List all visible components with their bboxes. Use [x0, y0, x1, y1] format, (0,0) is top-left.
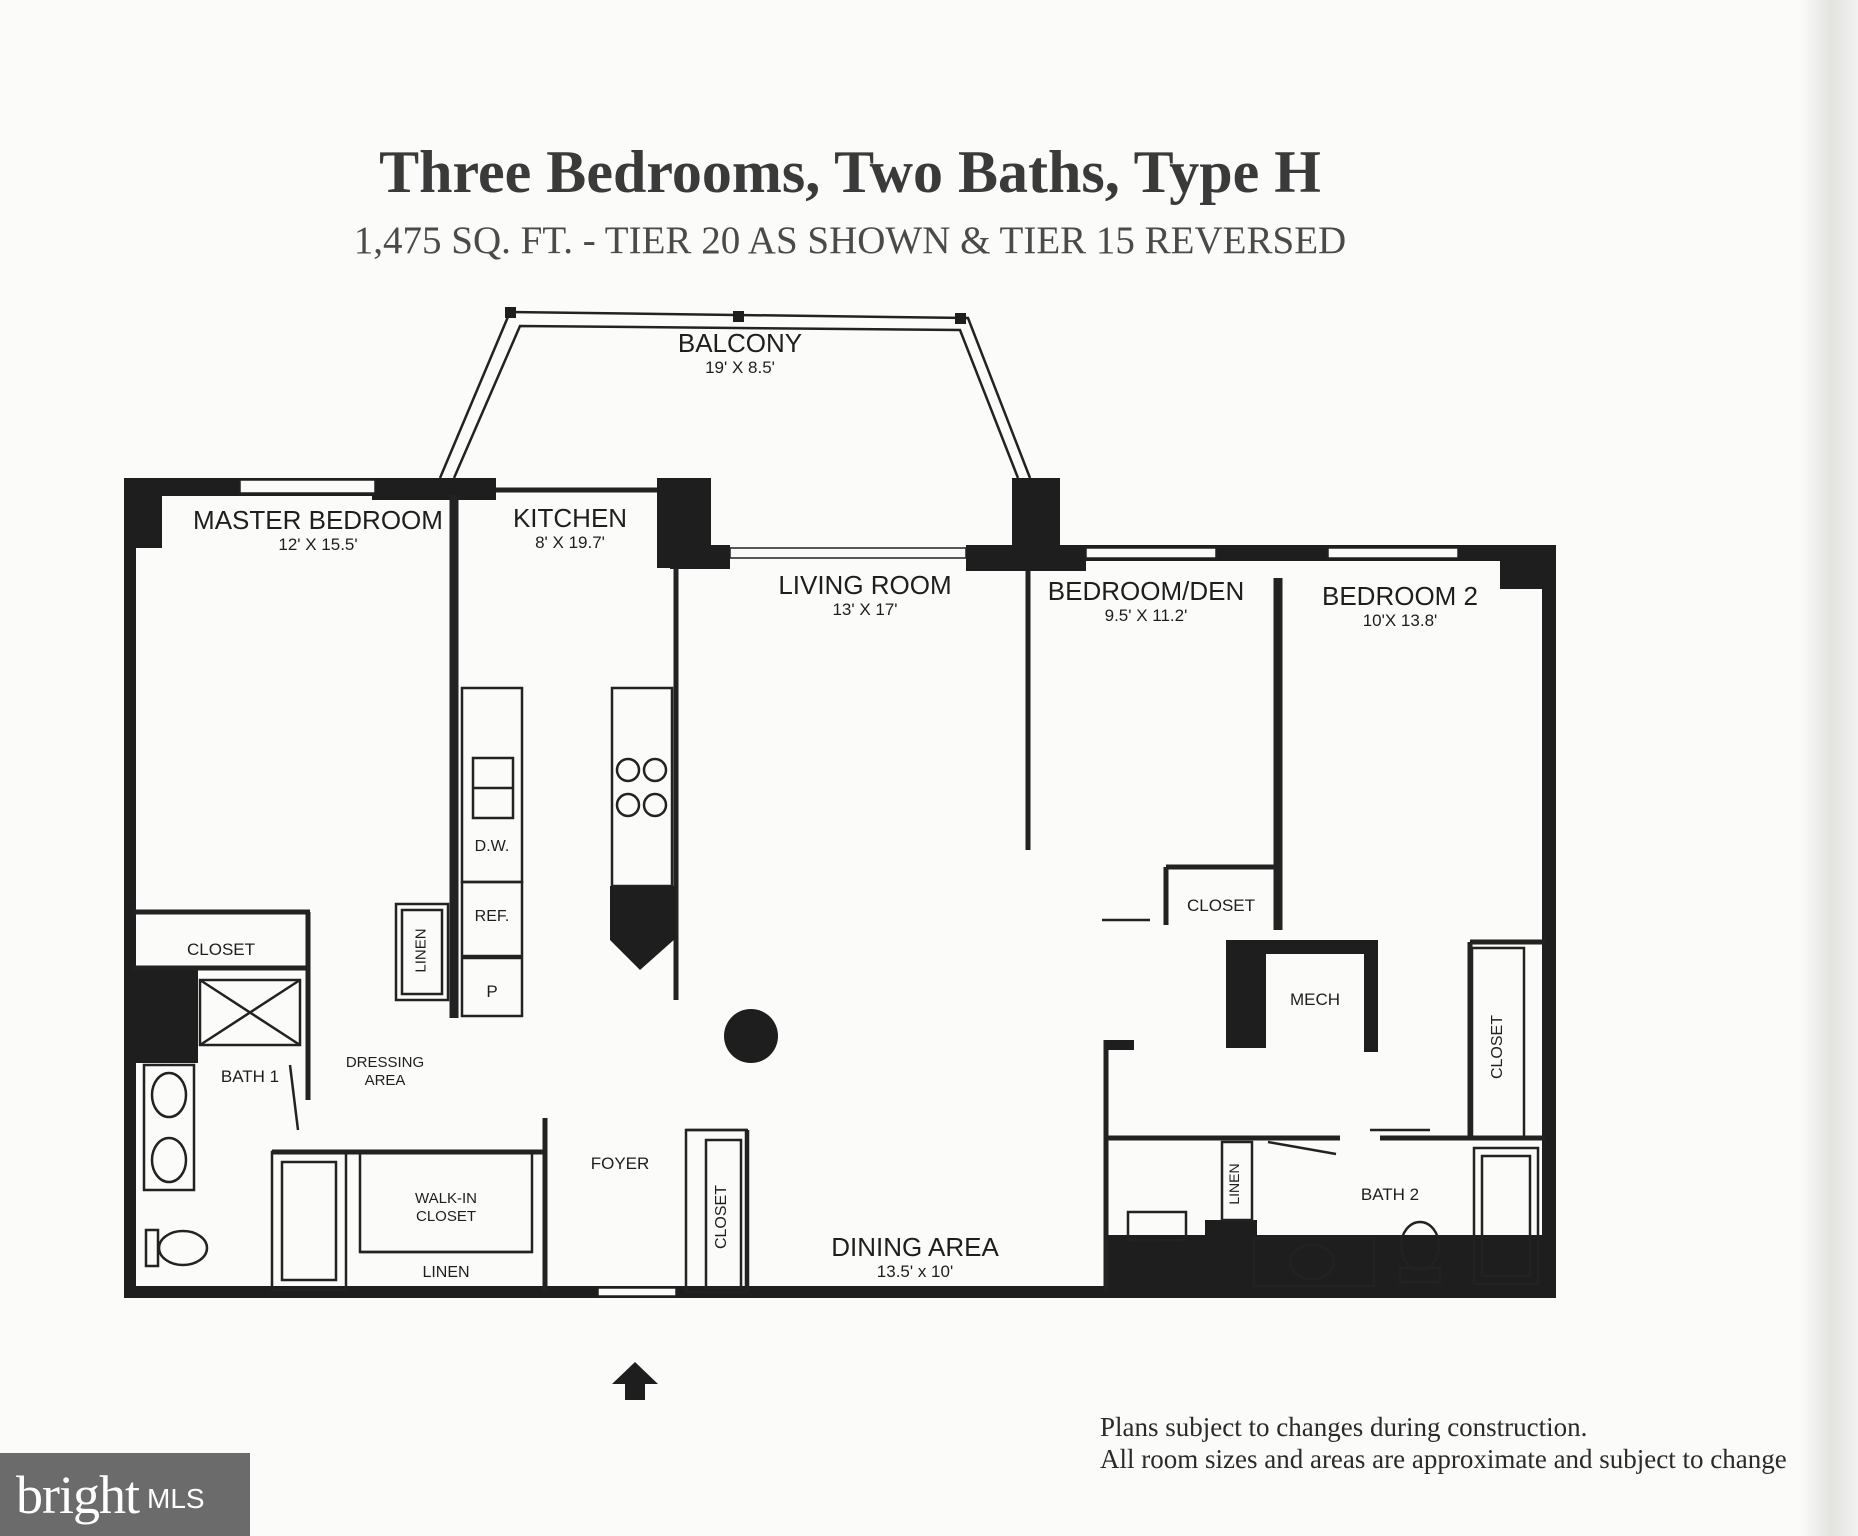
washer-label: WASH [1134, 1234, 1180, 1251]
dryer-label: DRY [1141, 1252, 1173, 1269]
plan-title: Three Bedrooms, Two Baths, Type H [379, 139, 1321, 205]
logo-suffix: MLS [147, 1482, 205, 1514]
bright-mls-logo: bright MLS [0, 1453, 250, 1536]
balcony-size: 19' X 8.5' [705, 358, 775, 377]
logo-wordmark: bright [16, 1464, 140, 1525]
bath-1-label: BATH 1 [220, 1067, 280, 1086]
master-bedroom-label: MASTER BEDROOM [193, 505, 443, 535]
foyer-closet-label: CLOSET [713, 1185, 730, 1250]
dishwasher-label: D.W. [474, 838, 510, 855]
interior-solid-walls [1106, 940, 1378, 1298]
page-edge-shadow [1800, 0, 1858, 1536]
kitchen-peninsula [610, 886, 676, 970]
bedroom-den-label: BEDROOM/DEN [1047, 576, 1245, 606]
dining-area-label: DINING AREA [831, 1232, 999, 1262]
bath-2-label: BATH 2 [1360, 1185, 1420, 1204]
plan-subtitle: 1,475 SQ. FT. - TIER 20 AS SHOWN & TIER … [353, 219, 1347, 262]
dressing-area-label-1: DRESSING [345, 1054, 425, 1071]
foyer-label: FOYER [590, 1154, 650, 1173]
master-bedroom-size: 12' X 15.5' [278, 535, 358, 554]
refrigerator-label: REF. [474, 908, 510, 925]
entry-arrow-icon [612, 1362, 658, 1400]
disclaimer-line-2: All room sizes and areas are approximate… [1100, 1444, 1787, 1474]
disclaimer-line-1: Plans subject to changes during construc… [1100, 1412, 1588, 1442]
walk-in-closet-label-1: WALK-IN [415, 1190, 477, 1207]
balcony-outline-inner [452, 324, 1020, 479]
bedroom-2-label: BEDROOM 2 [1321, 581, 1479, 611]
kitchen-linen-label: LINEN [412, 928, 430, 973]
den-closet-label: CLOSET [1186, 896, 1256, 915]
walk-in-closet-label-2: CLOSET [415, 1208, 476, 1225]
pantry-label: P [486, 982, 498, 1001]
bath-2-linen-label: LINEN [1226, 1163, 1242, 1205]
mech-label: MECH [1289, 990, 1341, 1009]
bedroom-2-closet-label: CLOSET [1489, 1015, 1506, 1080]
dressing-area-label-2: AREA [364, 1072, 406, 1089]
living-room-label: LIVING ROOM [778, 570, 952, 600]
dining-area-size: 13.5' x 10' [876, 1262, 954, 1281]
balcony-posts [505, 307, 966, 324]
linen-closet-label: LINEN [422, 1264, 470, 1281]
bedroom-den-size: 9.5' X 11.2' [1104, 606, 1188, 625]
master-closet-label: CLOSET [186, 940, 256, 959]
column [724, 1009, 778, 1063]
kitchen-label: KITCHEN [512, 503, 628, 533]
kitchen-size: 8' X 19.7' [535, 533, 605, 552]
living-room-size: 13' X 17' [832, 600, 898, 619]
bedroom-2-size: 10'X 13.8' [1362, 611, 1438, 630]
exterior-walls [124, 478, 1556, 1298]
balcony-label: BALCONY [677, 328, 803, 358]
